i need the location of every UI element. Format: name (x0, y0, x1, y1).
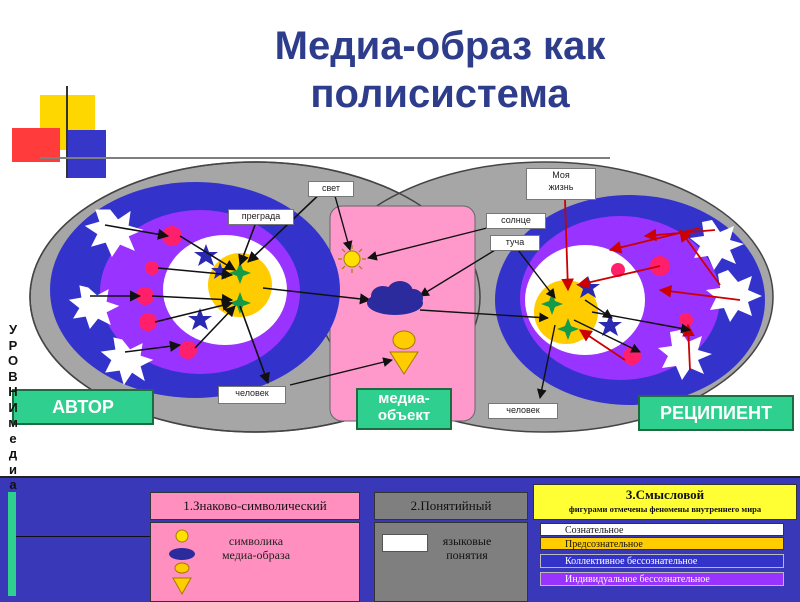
decor-blue-square (66, 130, 106, 178)
level3-individual: Индивидуальное бессознательное (540, 572, 784, 586)
level1-header: 1.Знаково-символический (150, 492, 360, 520)
cloud-icon (169, 548, 195, 560)
title-line-1: Медиа-образ как (274, 24, 606, 68)
node-svet: свет (308, 181, 354, 197)
media-object-label: медиа- объект (356, 388, 452, 430)
sparkle-icon (229, 262, 251, 284)
burst-icon (690, 220, 744, 270)
yellow-oval-icon (174, 562, 190, 574)
red-burst-icon (179, 341, 197, 359)
legend-divider-line (16, 536, 150, 537)
node-moya-zhizn: Моя жизнь (526, 168, 596, 200)
node-solntse: солнце (486, 213, 546, 229)
burst-icon (84, 209, 144, 258)
title-line-2: полисистема (310, 72, 570, 116)
level3-preconscious: Предсознательное (540, 537, 784, 550)
sparkle-icon (557, 318, 579, 340)
yellow-triangle-icon (172, 577, 192, 596)
sparkle-icon (229, 292, 251, 314)
levels-vertical-label: У Р О В Н И м е д и а (7, 322, 19, 492)
blue-star-icon (598, 314, 622, 336)
level2-header: 2.Понятийный (374, 492, 528, 520)
recipient-black-arrows (573, 299, 691, 353)
author-label: АВТОР (12, 389, 154, 425)
node-chelovek-left: человек (218, 386, 286, 404)
decor-red-square (12, 128, 60, 162)
cloud-icon (367, 281, 423, 315)
burst-icon (706, 270, 762, 322)
level3-header: 3.Смысловой фигурами отмечены феномены в… (533, 484, 797, 520)
level1-symbols (169, 529, 195, 596)
blue-star-icon (194, 244, 218, 266)
green-sparkles (229, 262, 579, 340)
level3-conscious: Сознательное (540, 523, 784, 536)
red-burst-icon (611, 263, 625, 277)
level2-white-box (382, 534, 428, 552)
recipient-label: РЕЦИПИЕНТ (638, 395, 794, 431)
yellow-triangle-icon (389, 351, 419, 375)
level3-collective: Коллективное бессознательное (540, 554, 784, 568)
legend-panel: 1.Знаково-символический символика медиа-… (0, 476, 800, 602)
author-arrows (90, 187, 372, 385)
blue-star-icon (188, 308, 212, 330)
yellow-oval-icon (392, 330, 416, 350)
recipient-red-arrows (561, 199, 741, 371)
legend-green-strip (8, 492, 16, 596)
burst-icon (658, 330, 712, 380)
page-title: Медиа-образ как полисистема (160, 22, 720, 118)
sparkle-icon (541, 293, 563, 315)
title-underline (40, 157, 610, 159)
sun-icon (175, 529, 189, 543)
red-burst-icon (145, 261, 159, 275)
red-burst-icon (139, 313, 157, 331)
node-pregrada: преграда (228, 209, 294, 225)
node-tucha: туча (490, 235, 540, 251)
decor-vertical-line (66, 86, 68, 178)
node-chelovek-right: человек (488, 403, 558, 419)
yazykovye-text: языковые понятия (442, 534, 492, 562)
center-arrows (289, 195, 556, 399)
sun-icon (338, 245, 366, 273)
symbolika-text: символика медиа-образа (221, 534, 291, 562)
red-burst-icon (623, 347, 641, 365)
recipient-bursts (658, 220, 762, 380)
red-burst-icon (679, 313, 693, 327)
